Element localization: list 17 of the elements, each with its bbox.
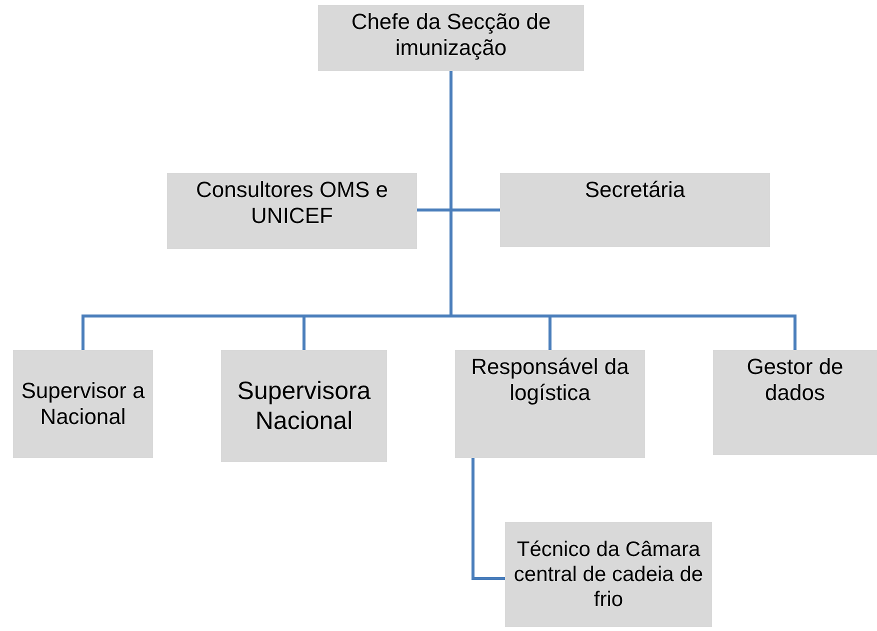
role-title: Técnico da Câmara central de cadeia de frio — [512, 536, 704, 612]
role-title: Secretária — [584, 177, 686, 204]
role-box — [318, 5, 584, 71]
role-box — [221, 350, 387, 462]
role-title: Supervisor a Nacional — [20, 378, 146, 430]
role-box — [167, 173, 417, 249]
role-box — [13, 350, 153, 458]
role-box — [455, 350, 645, 458]
role-box — [500, 173, 770, 247]
role-title: Supervisora Nacional — [236, 376, 372, 436]
role-title: Gestor de dados — [746, 354, 844, 407]
role-title: Chefe da Secção de imunização — [350, 9, 552, 62]
role-title: Consultores OMS e UNICEF — [195, 177, 389, 230]
role-box — [713, 350, 877, 455]
role-title: Responsável da logística — [470, 354, 630, 407]
role-box — [505, 522, 712, 627]
connector-line — [472, 458, 505, 580]
